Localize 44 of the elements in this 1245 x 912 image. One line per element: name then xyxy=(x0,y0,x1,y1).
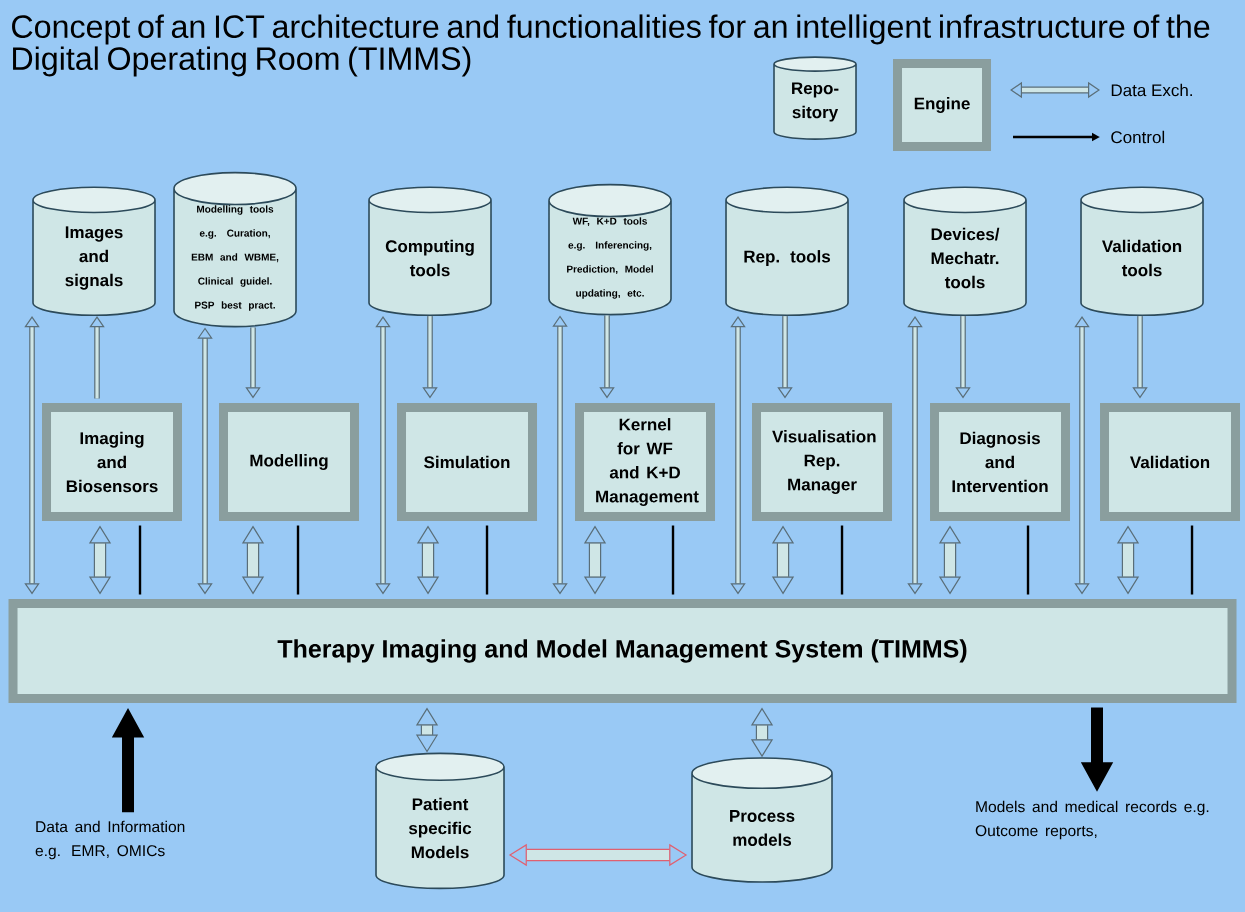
connector-line xyxy=(296,525,300,595)
storage-cylinder: Images and signals xyxy=(32,186,156,317)
arrow xyxy=(599,315,615,399)
storage-cylinder: Patient specific Models xyxy=(375,752,505,890)
module-box: Modelling xyxy=(219,403,359,521)
connector-line xyxy=(138,525,142,595)
storage-cylinder: WF, K+D tools e.g. Inferencing, Prediction, Model updating, etc. xyxy=(548,183,672,316)
arrow xyxy=(422,316,438,399)
arrow xyxy=(730,316,746,595)
module-box: Engine xyxy=(893,59,991,151)
connector-line xyxy=(671,525,675,595)
module-box: Kernel for WF and K+D Management xyxy=(575,403,715,521)
module-box: Visualisation Rep. Manager xyxy=(752,403,892,521)
arrow xyxy=(89,316,105,399)
arrow xyxy=(907,316,923,595)
storage-cylinder: Validation tools xyxy=(1080,186,1204,317)
connector-line xyxy=(1190,525,1194,595)
module-box: Imaging and Biosensors xyxy=(42,403,182,521)
note-text: Data and Information e.g. EMR, OMICs xyxy=(35,820,185,860)
arrow xyxy=(375,316,391,595)
storage-cylinder: Repo- sitory xyxy=(773,56,857,140)
legend-text: Data Exch. xyxy=(1111,83,1192,97)
connector-line xyxy=(840,525,844,595)
connector-line xyxy=(1026,525,1030,595)
module-box: Simulation xyxy=(397,403,537,521)
arrow xyxy=(1132,316,1148,399)
storage-cylinder: Devices/ Mechatr. tools xyxy=(903,186,1027,317)
arrow xyxy=(1074,316,1090,595)
module-box: Validation xyxy=(1100,403,1240,521)
storage-cylinder: Computing tools xyxy=(368,186,492,317)
storage-cylinder: Modelling tools e.g. Curation, EBM and WBME, Clinical guidel. PSP best pract. xyxy=(173,171,297,328)
storage-cylinder: Rep. tools xyxy=(725,186,849,317)
arrow xyxy=(245,327,261,399)
connector-line xyxy=(485,525,489,595)
module-box: Diagnosis and Intervention xyxy=(930,403,1070,521)
arrow xyxy=(197,327,213,595)
arrow xyxy=(955,316,971,399)
arrow xyxy=(777,316,793,399)
note-text: Models and medical records e.g. Outcome reports, xyxy=(975,800,1209,840)
arrow xyxy=(24,316,40,595)
arrow xyxy=(552,315,568,595)
legend-text: Control xyxy=(1111,130,1165,144)
storage-cylinder: Process models xyxy=(691,757,833,883)
system-bar: Therapy Imaging and Model Management System (TIMMS) xyxy=(8,599,1237,703)
